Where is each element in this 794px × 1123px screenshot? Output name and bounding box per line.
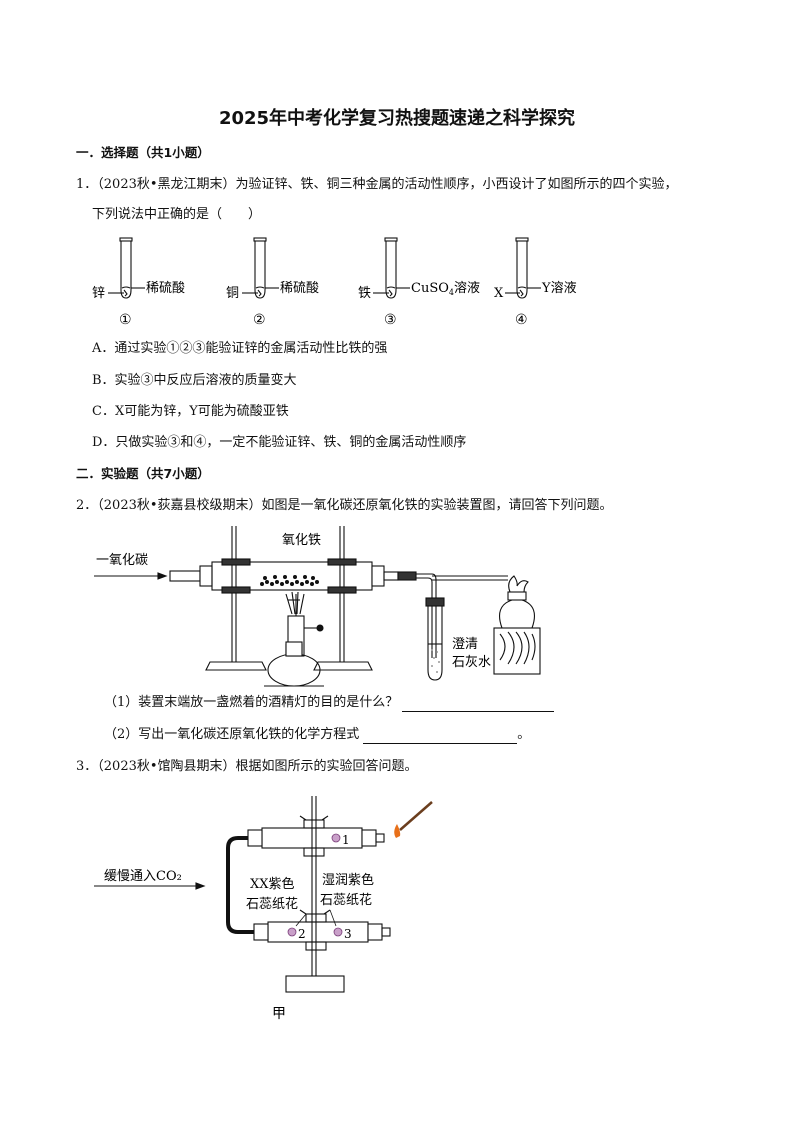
q2-sub2-text: （2）写出一氧化碳还原氧化铁的化学方程式 <box>104 727 360 742</box>
section1-heading: 一．选择题（共1小题） <box>76 145 210 160</box>
left-flower-label-line1: XX紫色 <box>250 876 295 892</box>
q1-option-b: B．实验③中反应后溶液的质量变大 <box>92 373 297 388</box>
section2-heading: 二．实验题（共7小题） <box>76 466 210 481</box>
q1-stem-line2: 下列说法中正确的是（ ） <box>92 207 262 222</box>
q1-stem-text: （2023秋•黑龙江期末）为验证锌、铁、铜三种金属的活动性顺序，小西设计了如图所… <box>97 177 678 192</box>
q2-apparatus-figure: 一氧化碳 氧化铁 澄清 石灰水 <box>94 526 541 687</box>
q2-sub2: （2）写出一氧化碳还原氧化铁的化学方程式 。 <box>104 726 530 744</box>
tube3-solution-sub: 4 <box>449 288 454 297</box>
flower-number-3: 3 <box>344 927 352 941</box>
q1-number: 1． <box>76 177 98 192</box>
tube1-solution-label: 稀硫酸 <box>146 281 185 296</box>
q1-option-c: C．X可能为锌，Y可能为硫酸亚铁 <box>92 404 289 419</box>
q1-stem-line1: 1．（2023秋•黑龙江期末）为验证锌、铁、铜三种金属的活动性顺序，小西设计了如… <box>76 176 678 194</box>
co-inlet-label: 一氧化碳 <box>96 553 148 568</box>
q1-option-d: D．只做实验③和④，一定不能验证锌、铁、铜的金属活动性顺序 <box>92 435 467 450</box>
right-flower-label-line2: 石蕊纸花 <box>320 892 372 908</box>
q2-answer-blank-1[interactable] <box>402 697 555 712</box>
litmus-flowers <box>287 833 343 937</box>
tube1-mark: ① <box>119 312 132 328</box>
q3-stem-text: （2023秋•馆陶县期末）根据如图所示的实验回答问题。 <box>97 759 418 774</box>
tube4-solution-label: Y溶液 <box>541 281 577 296</box>
test-tube-2 <box>242 237 279 299</box>
limewater-label-line2: 石灰水 <box>452 655 491 670</box>
tube3-mark: ③ <box>384 312 397 328</box>
q2-stem: 2．（2023秋•荻嘉县校级期末）如图是一氧化碳还原氧化铁的实验装置图，请回答下… <box>76 497 613 515</box>
q3-apparatus-figure: 1 2 3 缓慢通入CO₂ XX紫色 石蕊纸花 湿润紫色 石蕊纸花 甲 <box>94 796 433 1022</box>
q3-number: 3． <box>76 759 98 774</box>
tube3-solution-prefix: CuSO <box>411 281 449 296</box>
q2-sub2-end: 。 <box>517 727 531 742</box>
tube4-mark: ④ <box>515 312 528 328</box>
co2-inlet-label: 缓慢通入CO₂ <box>104 868 182 884</box>
match-flame-icon <box>394 824 401 838</box>
tube3-solution-label: CuSO4溶液 <box>411 281 480 297</box>
left-flower-label-line2: 石蕊纸花 <box>246 896 298 912</box>
figure-caption-jia: 甲 <box>272 1006 286 1022</box>
document-title: 2025年中考化学复习热搜题速递之科学探究 <box>218 108 576 129</box>
q2-sub1: （1）装置末端放一盏燃着的酒精灯的目的是什么？ <box>104 694 555 712</box>
tube4-metal-label: X <box>494 286 504 301</box>
q1-figure: 锌 稀硫酸 ① 铜 稀硫酸 ② 铁 CuSO4溶液 ③ <box>92 237 577 328</box>
limewater-label-line1: 澄清 <box>452 637 478 652</box>
q2-stem-text: （2023秋•荻嘉县校级期末）如图是一氧化碳还原氧化铁的实验装置图，请回答下列问… <box>97 498 613 513</box>
q1-option-a: A．通过实验①②③能验证锌的金属活动性比铁的强 <box>92 341 388 356</box>
limewater-liquid <box>431 649 440 673</box>
tube2-mark: ② <box>253 312 266 328</box>
test-tube-4 <box>505 237 541 299</box>
q2-number: 2． <box>76 498 98 513</box>
flower-number-2: 2 <box>298 927 306 941</box>
right-flower-label-line1: 湿润紫色 <box>322 872 374 888</box>
tube2-metal-label: 铜 <box>226 286 239 301</box>
q2-sub1-text: （1）装置末端放一盏燃着的酒精灯的目的是什么？ <box>104 695 399 710</box>
tube3-solution-suffix: 溶液 <box>454 281 480 296</box>
q3-stem: 3．（2023秋•馆陶县期末）根据如图所示的实验回答问题。 <box>76 758 418 776</box>
iron-oxide-powder <box>260 575 319 586</box>
tube2-solution-label: 稀硫酸 <box>280 281 319 296</box>
tube3-metal-label: 铁 <box>358 286 371 301</box>
flower-number-1: 1 <box>342 833 350 847</box>
iron-oxide-label: 氧化铁 <box>282 533 321 548</box>
tube1-metal-label: 锌 <box>92 286 105 301</box>
test-tube-3 <box>373 237 410 299</box>
test-tube-1 <box>108 237 145 299</box>
q2-answer-blank-2[interactable] <box>363 729 518 744</box>
